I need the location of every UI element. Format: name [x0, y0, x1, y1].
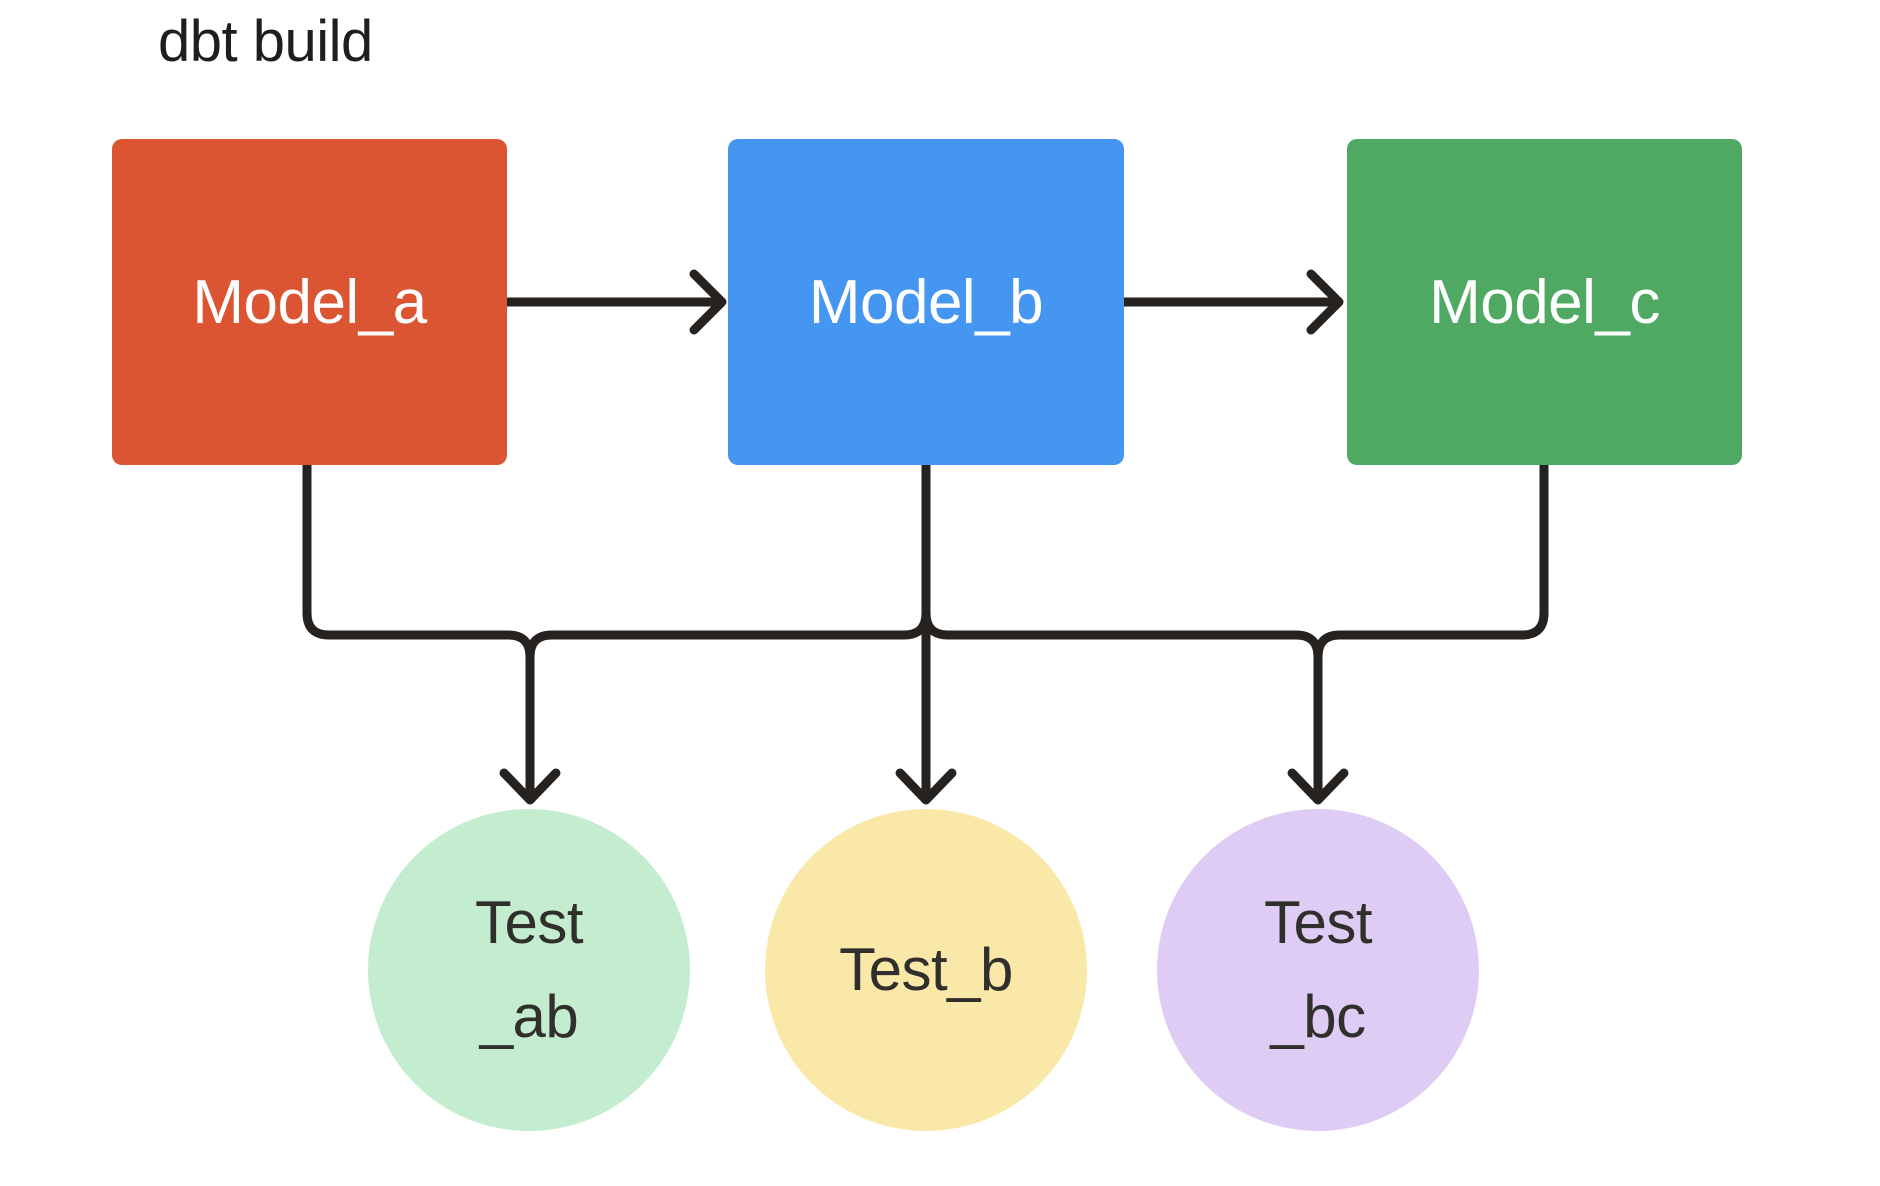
edge-model-c-to-test-bc — [1313, 460, 1549, 799]
node-model-c: Model_c — [1347, 139, 1742, 465]
arrowhead-into-model-c — [1306, 269, 1344, 335]
node-test-b: Test_b — [765, 809, 1087, 1131]
node-test-bc-label-line1: Test — [1263, 889, 1373, 956]
node-test-ab: Test _ab — [368, 809, 690, 1131]
diagram-title: dbt build — [158, 9, 373, 74]
node-model-c-label: Model_c — [1429, 267, 1660, 337]
arrowhead-into-test-b — [895, 768, 957, 805]
node-model-a: Model_a — [112, 139, 507, 465]
arrowhead-into-model-b — [689, 269, 727, 335]
node-model-a-label: Model_a — [192, 267, 427, 337]
node-test-bc: Test _bc — [1157, 809, 1479, 1131]
node-test-b-label-line1: Test_b — [839, 936, 1013, 1003]
arrowhead-into-test-bc — [1287, 768, 1349, 805]
edge-model-a-to-test-ab — [302, 460, 535, 799]
node-test-bc-label-line2: _bc — [1270, 983, 1366, 1050]
node-model-b-label: Model_b — [808, 267, 1044, 337]
node-model-b: Model_b — [728, 139, 1124, 465]
node-test-ab-label-line1: Test — [474, 889, 584, 956]
edge-model-b-to-test-bc — [921, 460, 1323, 799]
node-test-ab-label-line2: _ab — [479, 983, 579, 1050]
edge-model-b-to-test-ab — [525, 460, 931, 799]
arrowhead-into-test-ab — [499, 768, 561, 805]
